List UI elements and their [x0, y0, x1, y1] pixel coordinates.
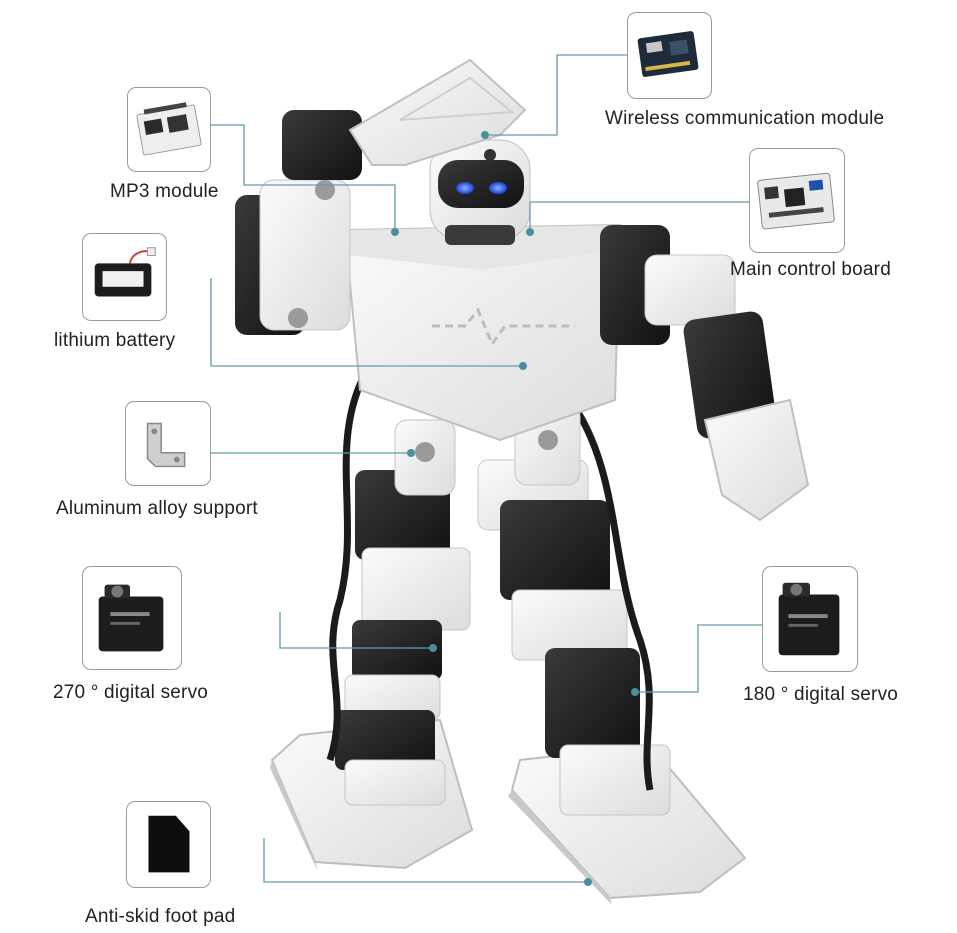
foot-pad-icon	[148, 815, 190, 873]
main-board-thumbnail	[749, 148, 845, 253]
torso	[343, 223, 622, 442]
servo-icon	[98, 584, 164, 652]
label-servo-270: 270 ° digital servo	[53, 682, 209, 703]
bracket-thumbnail	[125, 401, 211, 486]
wireless-module-icon	[637, 31, 699, 77]
left-leg	[326, 378, 471, 806]
label-aluminum-alloy-support: Aluminum alloy support	[56, 498, 258, 519]
servo-270-thumbnail	[82, 566, 182, 670]
mp3-module-icon	[136, 102, 202, 156]
battery-thumbnail	[82, 233, 167, 321]
robot-head	[429, 139, 531, 245]
servo-180-thumbnail	[762, 566, 858, 672]
bracket-icon	[146, 422, 186, 468]
label-mp3-module: MP3 module	[110, 181, 219, 202]
wireless-module-thumbnail	[627, 12, 712, 99]
label-wireless-module: Wireless communication module	[605, 108, 885, 129]
battery-icon	[94, 247, 156, 297]
control-board-icon	[757, 172, 835, 230]
label-anti-skid-foot-pad: Anti-skid foot pad	[85, 906, 236, 927]
label-servo-180: 180 ° digital servo	[743, 684, 899, 705]
right-leg	[477, 397, 671, 816]
label-lithium-battery: lithium battery	[54, 330, 176, 351]
foot-pad-thumbnail	[126, 801, 211, 888]
servo-icon	[778, 582, 840, 656]
right-arm-lowered	[600, 225, 810, 522]
mp3-module-thumbnail	[127, 87, 211, 172]
label-main-control-board: Main control board	[730, 259, 891, 280]
